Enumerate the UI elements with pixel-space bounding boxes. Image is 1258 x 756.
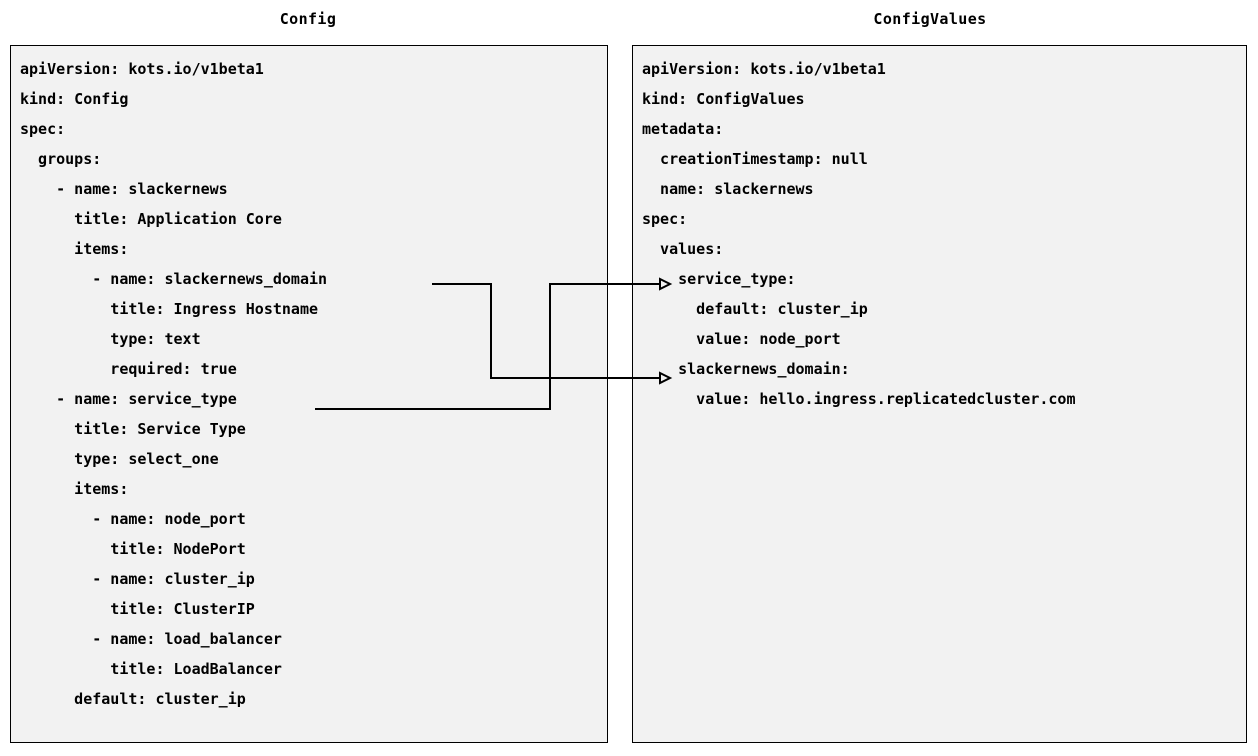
config-code-line: - name: service_type xyxy=(20,390,237,408)
config-code-line: title: LoadBalancer xyxy=(20,660,282,678)
config-code-line: title: ClusterIP xyxy=(20,600,255,618)
configvalues-code-line: value: node_port xyxy=(642,330,841,348)
config-code-line: required: true xyxy=(20,360,237,378)
config-panel-title: Config xyxy=(279,10,337,28)
config-code-line: items: xyxy=(20,480,129,498)
config-code-line: kind: Config xyxy=(20,90,129,108)
config-code-line: - name: slackernews xyxy=(20,180,228,198)
configvalues-code-line: service_type: xyxy=(642,270,796,288)
config-code-line: type: text xyxy=(20,330,201,348)
config-code-line: title: Ingress Hostname xyxy=(20,300,319,318)
configvalues-code-line: slackernews_domain: xyxy=(642,360,850,378)
configvalues-code-line: metadata: xyxy=(642,120,724,138)
config-panel: apiVersion: kots.io/v1beta1 kind: Config s… xyxy=(10,45,608,743)
config-yaml-code: apiVersion: kots.io/v1beta1 kind: Config s… xyxy=(20,54,603,714)
config-code-line: - name: slackernews_domain xyxy=(20,270,328,288)
configvalues-code-line: value: hello.ingress.replicatedcluster.c… xyxy=(642,390,1076,408)
config-code-line: type: select_one xyxy=(20,450,219,468)
config-code-line: default: cluster_ip xyxy=(20,690,246,708)
configvalues-code-line: spec: xyxy=(642,210,688,228)
configvalues-code-line: name: slackernews xyxy=(642,180,814,198)
config-code-line: title: NodePort xyxy=(20,540,246,558)
config-code-line: groups: xyxy=(20,150,102,168)
configvalues-panel: apiVersion: kots.io/v1beta1 kind: ConfigV… xyxy=(632,45,1247,743)
config-code-line: spec: xyxy=(20,120,66,138)
configvalues-code-line: default: cluster_ip xyxy=(642,300,868,318)
config-code-line: - name: cluster_ip xyxy=(20,570,255,588)
configvalues-yaml-code: apiVersion: kots.io/v1beta1 kind: ConfigV… xyxy=(642,54,1242,414)
config-code-line: title: Application Core xyxy=(20,210,282,228)
config-code-line: title: Service Type xyxy=(20,420,246,438)
configvalues-code-line: apiVersion: kots.io/v1beta1 xyxy=(642,60,886,78)
config-code-line: apiVersion: kots.io/v1beta1 xyxy=(20,60,264,78)
config-code-line: items: xyxy=(20,240,129,258)
configvalues-code-line: kind: ConfigValues xyxy=(642,90,805,108)
configvalues-panel-title: ConfigValues xyxy=(873,10,987,28)
config-code-line: - name: node_port xyxy=(20,510,246,528)
config-code-line: - name: load_balancer xyxy=(20,630,282,648)
configvalues-code-line: values: xyxy=(642,240,724,258)
configvalues-code-line: creationTimestamp: null xyxy=(642,150,868,168)
